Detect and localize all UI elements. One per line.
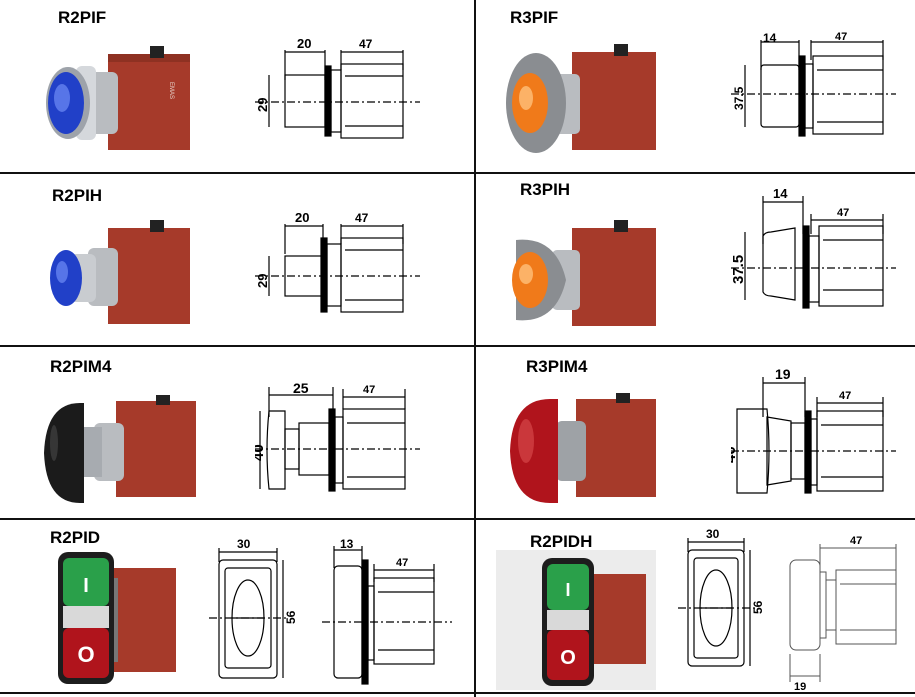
dim-cap-length: 14 bbox=[773, 186, 788, 201]
product-cell-r2pih: R2PIH 20 47 29 bbox=[0, 174, 474, 345]
product-cell-r2pidh: R2PIDH I O 30 56 bbox=[476, 520, 915, 692]
product-photo: I O bbox=[58, 552, 176, 684]
product-code: R2PIF bbox=[58, 8, 107, 27]
dimension-drawing: 19 47 40 bbox=[731, 367, 896, 494]
dim-diameter: 40 bbox=[255, 444, 267, 461]
dim-body-length: 47 bbox=[355, 211, 369, 225]
dim-body-length: 47 bbox=[850, 535, 862, 547]
dim-front-width: 30 bbox=[237, 538, 251, 551]
dim-body-length: 47 bbox=[839, 390, 851, 402]
product-photo bbox=[512, 220, 656, 326]
dim-diameter: 37.5 bbox=[732, 86, 746, 110]
product-code: R2PIM4 bbox=[50, 357, 112, 376]
product-photo bbox=[510, 393, 656, 503]
dim-front-height: 56 bbox=[284, 610, 298, 624]
product-photo bbox=[44, 395, 196, 503]
front-view-drawing: 30 56 bbox=[678, 528, 765, 667]
dim-diameter: 29 bbox=[255, 274, 270, 288]
dimension-drawing: 20 47 29 bbox=[255, 36, 420, 139]
start-symbol: I bbox=[565, 580, 570, 600]
dim-diameter: 29 bbox=[255, 98, 270, 112]
dim-cap-length: 20 bbox=[295, 210, 309, 225]
dim-cap-length: 19 bbox=[775, 367, 791, 382]
front-view-drawing: 30 56 bbox=[209, 538, 298, 679]
product-code: R2PID bbox=[50, 528, 101, 547]
product-code: R3PIH bbox=[520, 180, 571, 199]
product-cell-r2pif: R2PIF EMAS 20 47 29 bbox=[0, 0, 474, 172]
product-cell-r2pid: R2PID I O 30 56 bbox=[0, 520, 474, 692]
product-photo: EMAS bbox=[46, 46, 190, 150]
dim-diameter: 37.5 bbox=[731, 255, 747, 284]
dim-body-length: 47 bbox=[837, 207, 849, 219]
stop-symbol: O bbox=[560, 647, 576, 669]
side-view-drawing: 13 47 bbox=[322, 538, 452, 685]
dim-cap-length: 14 bbox=[763, 31, 777, 45]
dimension-drawing: 20 47 29 bbox=[255, 210, 420, 313]
dim-cap-length: 20 bbox=[297, 36, 311, 51]
product-cell-r3pih: R3PIH 14 47 37.5 bbox=[476, 174, 915, 345]
dimension-drawing: 25 47 40 bbox=[255, 380, 420, 492]
product-cell-r2pim4: R2PIM4 25 47 40 bbox=[0, 347, 474, 518]
dim-body-length: 47 bbox=[363, 384, 375, 396]
row-divider bbox=[0, 172, 915, 174]
dim-body-length: 47 bbox=[396, 557, 408, 569]
dim-body-length: 47 bbox=[359, 37, 373, 51]
row-divider bbox=[0, 518, 915, 520]
dim-cap-length: 13 bbox=[340, 538, 354, 551]
product-code: R3PIM4 bbox=[526, 357, 588, 376]
dim-cap-length: 25 bbox=[293, 380, 309, 396]
product-code: R2PIDH bbox=[530, 532, 593, 551]
side-view-drawing: 47 19 bbox=[789, 535, 897, 690]
product-code: R2PIH bbox=[52, 186, 103, 205]
product-cell-r3pim4: R3PIM4 19 47 40 bbox=[476, 347, 915, 518]
dim-cap-length: 19 bbox=[794, 681, 806, 690]
dim-diameter: 40 bbox=[731, 446, 739, 463]
product-photo: I O bbox=[496, 550, 656, 690]
dimension-drawing: 14 47 37.5 bbox=[731, 186, 896, 309]
svg-text:EMAS: EMAS bbox=[168, 82, 174, 99]
row-divider bbox=[0, 345, 915, 347]
product-cell-r3pif: R3PIF 14 47 37.5 bbox=[476, 0, 915, 172]
dim-front-width: 30 bbox=[706, 528, 720, 541]
row-divider bbox=[0, 692, 915, 694]
product-photo bbox=[506, 44, 656, 153]
stop-symbol: O bbox=[77, 642, 94, 667]
product-photo bbox=[50, 220, 190, 324]
dim-body-length: 47 bbox=[835, 31, 847, 43]
column-divider bbox=[474, 0, 476, 697]
dimension-drawing: 14 47 37.5 bbox=[731, 31, 896, 137]
dim-front-height: 56 bbox=[751, 600, 765, 614]
start-symbol: I bbox=[83, 575, 89, 597]
product-code: R3PIF bbox=[510, 8, 559, 27]
